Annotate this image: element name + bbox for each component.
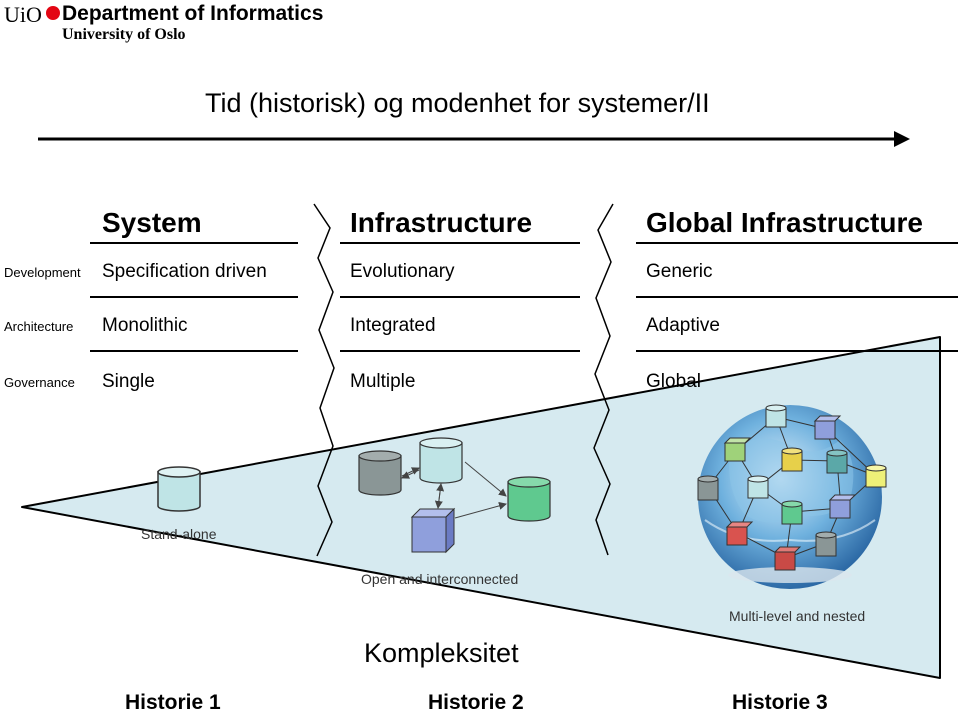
historie-3-label: Historie 3: [732, 691, 828, 714]
database-grey-icon: [358, 450, 402, 496]
globe-node-database: [781, 500, 803, 525]
divider: [636, 296, 958, 298]
logo-university: University of Oslo: [62, 26, 186, 43]
column-header-system: System: [102, 207, 202, 238]
cell-architecture-global: Adaptive: [646, 315, 720, 336]
caption-standalone: Stand-alone: [141, 526, 217, 542]
divider: [90, 350, 298, 352]
column-header-global-infrastructure: Global Infrastructure: [646, 207, 923, 238]
globe-node-cube: [828, 494, 857, 519]
globe-node-cube: [773, 546, 802, 571]
globe-node-cube: [813, 415, 842, 440]
cell-governance-global: Global: [646, 371, 701, 392]
globe-node-database: [781, 447, 803, 472]
logo-dot-icon: [46, 6, 60, 20]
divider: [340, 242, 580, 244]
standalone-database-icon: [157, 466, 201, 512]
column-header-infrastructure: Infrastructure: [350, 207, 533, 238]
row-label-governance: Governance: [4, 375, 75, 390]
page-title: Tid (historisk) og modenhet for systemer…: [205, 88, 710, 118]
cell-governance-infrastructure: Multiple: [350, 371, 416, 392]
cell-development-global: Generic: [646, 261, 713, 282]
logo-uio: UiO: [4, 2, 42, 27]
caption-multilevel-nested: Multi-level and nested: [729, 608, 866, 624]
globe-node-database: [865, 464, 887, 488]
logo-department: Department of Informatics: [62, 2, 324, 25]
globe-node-database: [747, 475, 769, 499]
caption-open-interconnected: Open and interconnected: [361, 571, 519, 587]
divider: [90, 242, 298, 244]
separator-2: [593, 203, 614, 556]
globe-node-database: [697, 475, 719, 501]
globe-node-database: [765, 404, 787, 428]
time-arrow: [38, 131, 910, 147]
divider: [90, 296, 298, 298]
divider: [340, 350, 580, 352]
complexity-label: Kompleksitet: [364, 638, 519, 668]
globe-node-database: [826, 449, 848, 474]
separator-1: [313, 203, 335, 557]
cell-architecture-system: Monolithic: [102, 315, 188, 336]
historie-2-label: Historie 2: [428, 691, 524, 714]
globe-node-cube: [725, 521, 754, 546]
row-label-development: Development: [4, 265, 81, 280]
row-label-architecture: Architecture: [4, 319, 74, 334]
globe-node-cube: [723, 437, 752, 462]
globe-node-database: [815, 531, 837, 557]
globe-network: [697, 404, 887, 589]
divider: [636, 242, 958, 244]
cell-governance-system: Single: [102, 371, 155, 392]
divider: [636, 350, 958, 352]
historie-1-label: Historie 1: [125, 691, 221, 714]
cell-development-infrastructure: Evolutionary: [350, 261, 455, 282]
cell-development-system: Specification driven: [102, 261, 267, 282]
interconnected-cluster: [358, 437, 551, 554]
database-teal-icon: [419, 437, 463, 484]
cell-architecture-infrastructure: Integrated: [350, 315, 436, 336]
database-green-icon: [507, 476, 551, 522]
cube-blue-icon: [410, 507, 456, 554]
divider: [340, 296, 580, 298]
complexity-wedge: [21, 336, 941, 679]
